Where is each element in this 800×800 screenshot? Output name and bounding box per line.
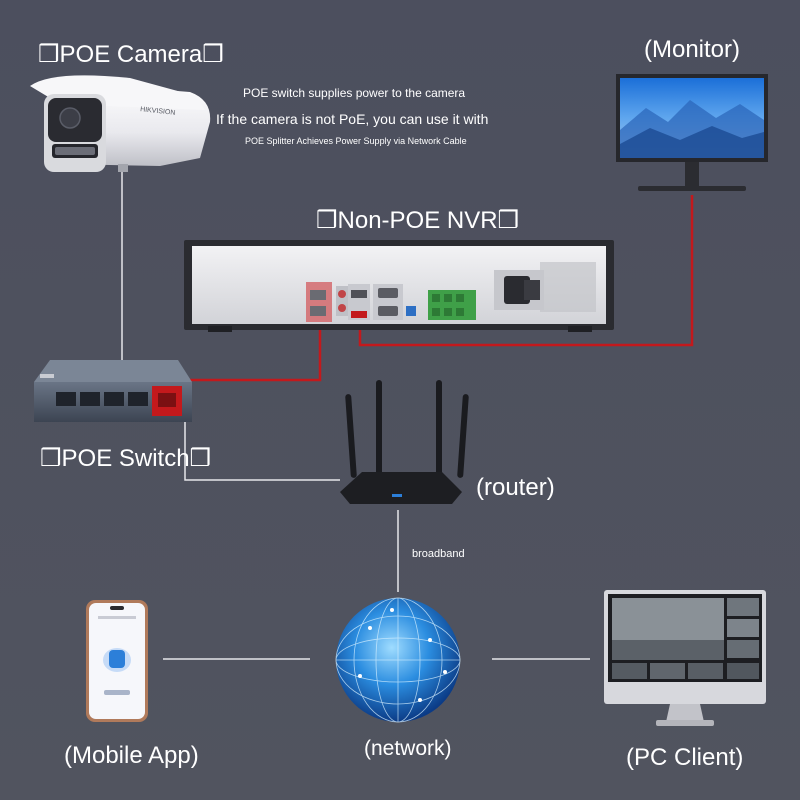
broadband-label: broadband bbox=[412, 548, 465, 560]
poe-camera bbox=[30, 75, 211, 172]
router bbox=[340, 380, 469, 504]
nvr-label: ❒Non-POE NVR❒ bbox=[316, 207, 520, 234]
mobile-phone bbox=[86, 600, 148, 722]
note-line-2: If the camera is not PoE, you can use it… bbox=[216, 111, 489, 127]
mobile-app-label: (Mobile App) bbox=[64, 742, 199, 769]
note-line-3: POE Splitter Achieves Power Supply via N… bbox=[245, 136, 467, 146]
non-poe-nvr bbox=[184, 240, 614, 332]
monitor bbox=[616, 74, 768, 191]
poe-switch-label: ❒POE Switch❒ bbox=[40, 445, 212, 472]
router-label: (router) bbox=[476, 474, 555, 501]
network-globe bbox=[335, 597, 461, 723]
network-label: (network) bbox=[364, 737, 452, 760]
switch-to-router-cable bbox=[184, 420, 340, 481]
note-line-1: POE switch supplies power to the camera bbox=[243, 86, 466, 100]
poe-switch bbox=[34, 360, 192, 422]
pc-client-monitor bbox=[604, 590, 766, 726]
pc-client-label: (PC Client) bbox=[626, 744, 744, 771]
white-cables bbox=[121, 170, 590, 660]
poe-camera-label: ❒POE Camera❒ bbox=[38, 41, 224, 68]
monitor-label: (Monitor) bbox=[644, 36, 741, 63]
nvr-to-monitor-cable bbox=[358, 195, 694, 347]
